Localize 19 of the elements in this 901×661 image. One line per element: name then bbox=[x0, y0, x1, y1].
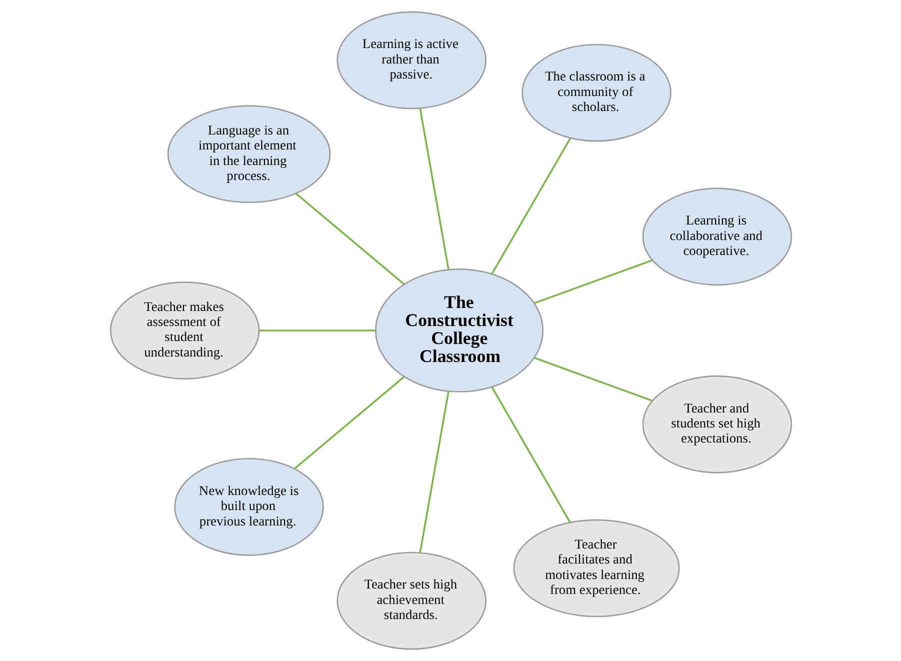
node-ellipse: The classroom is a community of scholars. bbox=[521, 44, 671, 142]
connector bbox=[418, 108, 449, 270]
connector bbox=[533, 356, 652, 402]
connector bbox=[294, 376, 404, 470]
connector bbox=[490, 138, 571, 274]
connector bbox=[418, 391, 449, 553]
connector bbox=[533, 259, 652, 304]
node-ellipse: Teacher sets high achievement standards. bbox=[336, 552, 486, 650]
connector bbox=[258, 330, 375, 332]
node-ellipse: Language is an important element in the learning process. bbox=[166, 105, 330, 204]
node-ellipse: Teacher and students set high expectations. bbox=[642, 375, 792, 474]
node-ellipse: Learning is collaborative and cooperative. bbox=[642, 188, 792, 286]
connector bbox=[294, 192, 404, 285]
node-ellipse: New knowledge is built upon previous learning. bbox=[174, 458, 324, 556]
node-ellipse: The Constructivist College Classroom bbox=[374, 268, 544, 392]
node-ellipse: Teacher makes assessment of student understanding. bbox=[109, 282, 260, 380]
node-ellipse: Teacher facilitates and motivates learning from experience. bbox=[512, 519, 680, 618]
node-ellipse: Learning is active rather than passive. bbox=[336, 11, 486, 110]
connector bbox=[490, 386, 570, 523]
